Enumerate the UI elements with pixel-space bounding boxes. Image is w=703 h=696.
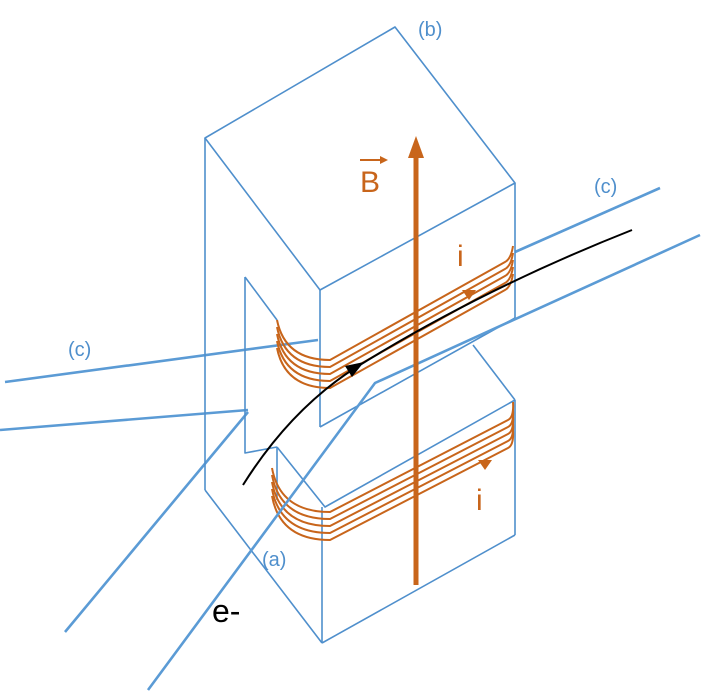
- label-gap: (a): [262, 549, 286, 571]
- field-vector-arrow-icon: [360, 156, 388, 164]
- coil-upper: [276, 245, 514, 390]
- beam-left-lower: [0, 408, 249, 432]
- label-field: B: [360, 166, 380, 199]
- lower-pole-top-back: [472, 344, 516, 401]
- label-electron: e-: [212, 593, 240, 629]
- label-current-upper: i: [457, 240, 464, 273]
- coil-winding: [276, 259, 514, 376]
- coil-winding: [271, 429, 515, 542]
- magnet-yoke: [204, 26, 516, 644]
- coil-winding: [276, 245, 514, 362]
- gap-back-face: [244, 277, 278, 454]
- label-beam-right: (c): [594, 176, 617, 198]
- beam-right-lower: [146, 233, 701, 691]
- electron-trajectory: [242, 229, 633, 486]
- field-arrow: [408, 136, 424, 585]
- yoke-bottom-left-edge: [204, 489, 323, 644]
- field-arrow-head: [408, 136, 424, 158]
- label-current-lower: i: [476, 484, 483, 517]
- beam-incoming-lower: [64, 411, 249, 633]
- trajectory-arrow-icon: [345, 362, 364, 377]
- gap-back-diagonal: [244, 276, 278, 321]
- coil-winding: [276, 266, 514, 383]
- coil-winding: [276, 252, 514, 369]
- current-arrow-upper: [462, 290, 476, 300]
- label-beam-left: (c): [68, 339, 91, 361]
- beam-left-upper: [4, 338, 319, 384]
- lower-pole-bottom-edge: [321, 534, 516, 644]
- beam-right-upper: [514, 186, 661, 254]
- current-arrow-lower: [478, 460, 492, 470]
- yoke-top-face: [204, 26, 516, 291]
- lower-pole-top-edge: [276, 399, 516, 508]
- beam-lines: [0, 186, 661, 633]
- label-magnet: (b): [418, 19, 442, 41]
- coil-lower: [271, 401, 515, 542]
